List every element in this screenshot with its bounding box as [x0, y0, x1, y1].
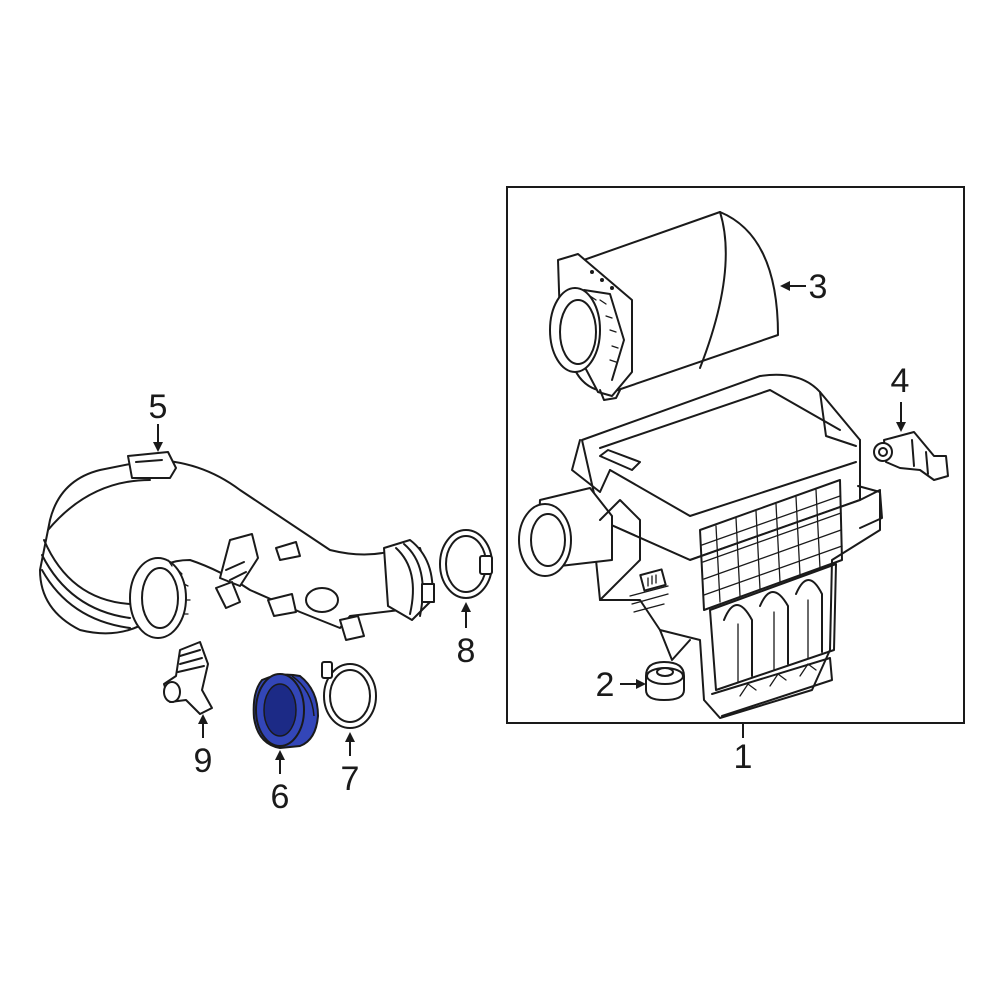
part-4-sensor[interactable] — [873, 431, 949, 481]
callout-6: 6 — [271, 778, 290, 816]
callout-2: 2 — [596, 666, 615, 704]
part-5-intake-duct[interactable] — [39, 451, 435, 641]
callout-5: 5 — [149, 388, 168, 426]
assembly-frame — [506, 186, 965, 724]
callout-3: 3 — [809, 268, 828, 306]
part-7-clamp[interactable] — [321, 661, 377, 729]
part-8-clamp[interactable] — [439, 529, 493, 599]
callout-9: 9 — [194, 742, 213, 780]
callout-7: 7 — [341, 760, 360, 798]
callout-8: 8 — [457, 632, 476, 670]
part-1-air-cleaner-housing[interactable] — [518, 373, 883, 719]
part-3-air-filter[interactable] — [549, 211, 779, 401]
part-6-coupler-highlighted[interactable] — [252, 673, 320, 750]
callout-1: 1 — [734, 738, 753, 776]
callout-4: 4 — [891, 362, 910, 400]
part-9-fitting[interactable] — [163, 641, 213, 715]
part-2-grommet[interactable] — [645, 661, 685, 701]
callout-leaders — [153, 281, 906, 774]
